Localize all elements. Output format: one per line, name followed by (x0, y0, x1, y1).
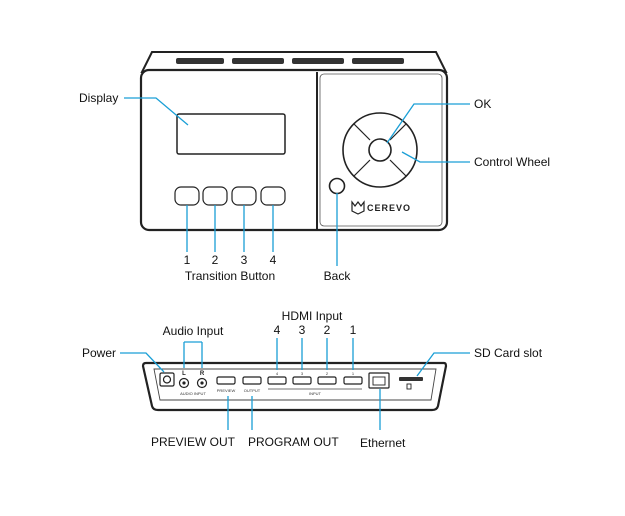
ethernet-port (368, 372, 390, 389)
rear-panel-device: L R AUDIO INPUT PREVIEW OUTPUT 4 3 2 1 I… (141, 361, 448, 412)
front-leader-lines (124, 97, 470, 266)
hdmi-number-4: 4 (274, 323, 281, 337)
hdmi-input-port-3 (292, 376, 312, 385)
hdmi-port-program (242, 376, 262, 385)
front-panel-device: CEREVO (139, 51, 449, 232)
port-number-3: 3 (301, 371, 304, 376)
port-number-2: 2 (326, 371, 329, 376)
cerevo-logo-icon (351, 200, 365, 215)
display-leader (124, 97, 189, 126)
vent-slot (232, 58, 284, 64)
ethernet-port-inner (372, 376, 386, 386)
ok-button (368, 138, 392, 162)
audio-jack-right (196, 377, 208, 389)
audio-jack-left-core (182, 381, 186, 385)
preview-panel-text: PREVIEW (217, 388, 236, 393)
front-body (139, 68, 449, 232)
button-number-4: 4 (270, 253, 277, 267)
wheel-divider (353, 123, 371, 141)
power-jack-hole (162, 375, 172, 384)
wheel-divider (389, 159, 407, 177)
back-button (328, 177, 346, 195)
right-panel-bezel (319, 73, 443, 227)
sd-card-leader (416, 352, 470, 377)
rear-leader-lines (120, 338, 470, 430)
hdmi-input-label: HDMI Input (282, 309, 343, 323)
ethernet-label: Ethernet (360, 436, 406, 450)
rear-body-outer (141, 361, 448, 412)
transition-button-label: Transition Button (185, 269, 275, 283)
vent-slot (352, 58, 404, 64)
wheel-divider (389, 123, 407, 141)
input-panel-text: INPUT (309, 391, 322, 396)
vent-slot (292, 58, 344, 64)
audio-input-panel-text: AUDIO INPUT (180, 391, 206, 396)
lcd-display (176, 113, 286, 155)
hdmi-number-2: 2 (324, 323, 331, 337)
hdmi-port-preview (216, 376, 236, 385)
back-label: Back (324, 269, 352, 283)
power-leader (120, 352, 165, 373)
wheel-divider (353, 159, 371, 177)
audio-channel-r: R (200, 371, 205, 377)
hdmi-number-3: 3 (299, 323, 306, 337)
hdmi-input-port-4 (267, 376, 287, 385)
port-number-1: 1 (352, 371, 355, 376)
control-wheel-leader (401, 151, 470, 163)
port-number-4: 4 (276, 371, 279, 376)
rear-body-inner (153, 368, 437, 401)
preview-out-label: PREVIEW OUT (151, 435, 236, 449)
sd-card-slot-label: SD Card slot (474, 346, 543, 360)
hdmi-number-1: 1 (350, 323, 357, 337)
audio-input-label: Audio Input (163, 324, 224, 338)
hdmi-input-port-1 (343, 376, 363, 385)
button-number-1: 1 (184, 253, 191, 267)
ok-label: OK (474, 97, 491, 111)
power-jack (159, 372, 175, 387)
button-number-3: 3 (241, 253, 248, 267)
vent-slot (176, 58, 224, 64)
hdmi-input-port-2 (317, 376, 337, 385)
brand-name: CEREVO (367, 203, 411, 213)
control-wheel-label: Control Wheel (474, 155, 550, 169)
program-out-label: PROGRAM OUT (248, 435, 339, 449)
sd-card-slot (399, 377, 423, 381)
output-panel-text: OUTPUT (244, 388, 261, 393)
audio-channel-l: L (182, 371, 186, 377)
ok-leader (386, 103, 470, 144)
power-label: Power (82, 346, 116, 360)
sd-card-indicator (406, 383, 412, 390)
button-number-2: 2 (212, 253, 219, 267)
display-label: Display (79, 91, 118, 105)
audio-jack-right-core (200, 381, 204, 385)
audio-jack-left (178, 377, 190, 389)
